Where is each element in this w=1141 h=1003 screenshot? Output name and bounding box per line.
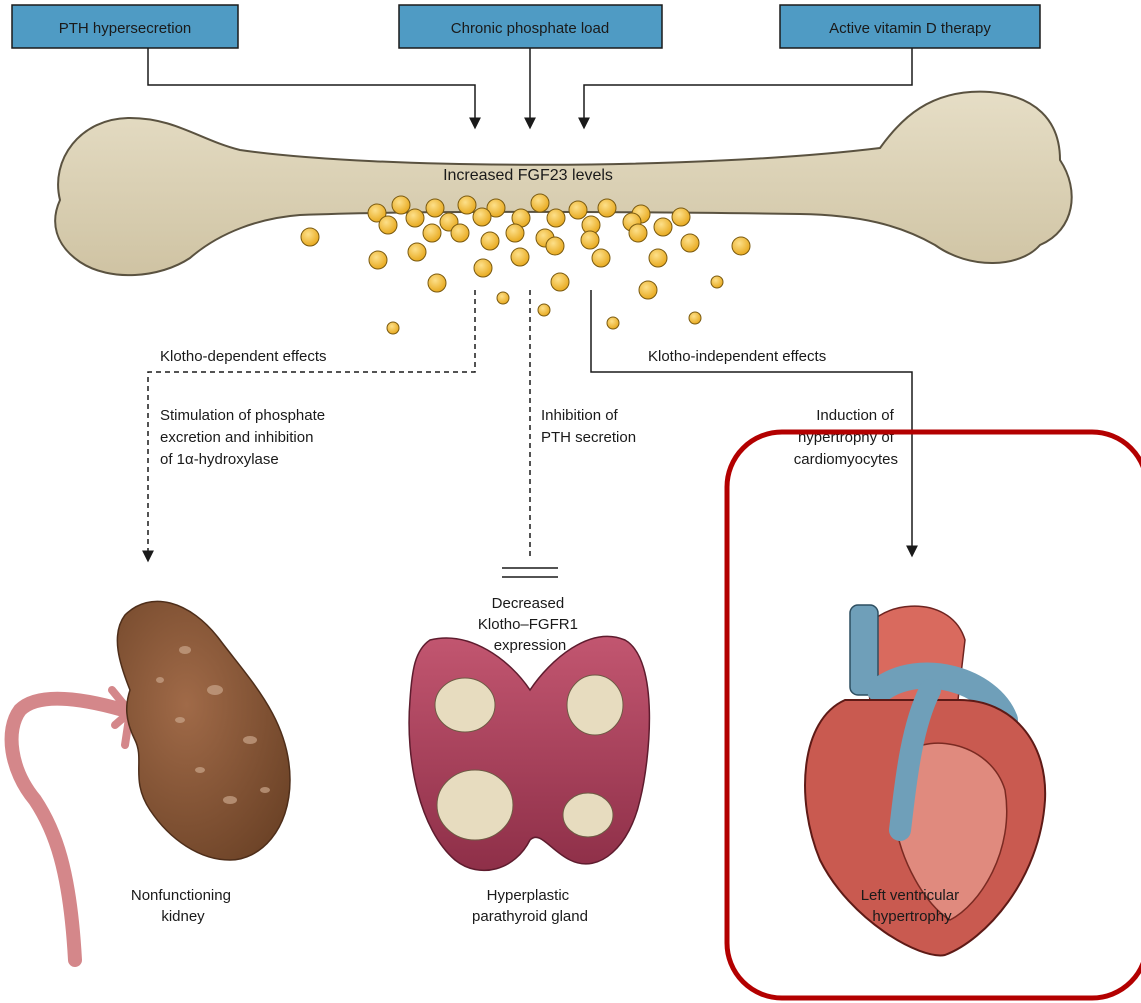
hyperplastic-nodule-2 [567,675,623,735]
parathyroid-note-line-1: Decreased [492,595,565,612]
pth-connector [148,48,475,127]
cause-pth-box: PTH hypersecretion [12,5,238,48]
kidney-effect-line-2: excretion and inhibition [160,429,313,446]
fgf23-molecule [629,224,647,242]
fgf23-molecule [392,196,410,214]
fgf23-molecule [428,274,446,292]
fgf23-molecule [681,234,699,252]
kidney-illustration [12,601,290,960]
cause-vitamin-d-label: Active vitamin D therapy [829,20,991,37]
fgf23-molecule [581,231,599,249]
parathyroid-outcome-line-2: parathyroid gland [472,908,588,925]
fgf23-molecule [369,251,387,269]
heart-outcome-line-2: hypertrophy [872,908,952,925]
fgf23-molecule [546,237,564,255]
fgf23-molecule [551,273,569,291]
fgf23-molecule [481,232,499,250]
fgf23-molecule [547,209,565,227]
cause-phosphate-label: Chronic phosphate load [451,20,609,37]
bone-label: Increased FGF23 levels [443,167,613,184]
cause-phosphate-box: Chronic phosphate load [399,5,662,48]
hyperplastic-nodule-1 [435,678,495,732]
renal-vessel [12,699,130,960]
pth-effect-line-2: PTH secretion [541,429,636,446]
fgf23-molecule [379,216,397,234]
parathyroid-outcome-line-1: Hyperplastic [487,887,570,904]
hyperplastic-nodule-4 [563,793,613,837]
cause-pth-label: PTH hypersecretion [59,20,192,37]
fgf23-molecule [423,224,441,242]
fgf23-molecule [531,194,549,212]
fgf23-molecule [506,224,524,242]
fgf23-molecule [426,199,444,217]
parathyroid-outcome-label: Hyperplastic parathyroid gland [472,887,588,925]
fgf23-molecule [654,218,672,236]
fgf23-molecule [451,224,469,242]
parathyroid-note: Decreased Klotho–FGFR1 expression [478,595,582,654]
parathyroid-shape [409,636,649,870]
fgf23-molecule [473,208,491,226]
fgf23-molecule [672,208,690,226]
fgf23-molecule [649,249,667,267]
fgf23-molecule [458,196,476,214]
klotho-dependent-label: Klotho-dependent effects [160,348,327,365]
fgf23-molecule [538,304,550,316]
fgf23-molecule [607,317,619,329]
kidney-effect-text: Stimulation of phosphate excretion and i… [160,407,329,468]
fgf23-molecule [408,243,426,261]
fgf23-molecule [301,228,319,246]
fgf23-molecule [474,259,492,277]
klotho-dependent-line [148,290,475,560]
fgf23-molecules [301,194,750,334]
parathyroid-illustration [409,636,649,870]
fgf23-molecule [689,312,701,324]
fgf23-molecule [732,237,750,255]
cause-vitamin-d-box: Active vitamin D therapy [780,5,1040,48]
kidney-shape [117,601,290,860]
kidney-effect-line-1: Stimulation of phosphate [160,407,325,424]
fgf23-molecule [569,201,587,219]
fgf23-molecule [406,209,424,227]
pth-effect-text: Inhibition of PTH secretion [541,407,636,446]
fgf23-molecule [711,276,723,288]
kidney-effect-line-3: of 1α-hydroxylase [160,451,279,468]
fgf23-molecule [387,322,399,334]
fgf23-molecule [598,199,616,217]
kidney-outcome-label: Nonfunctioning kidney [131,887,235,925]
kidney-outcome-line-1: Nonfunctioning [131,887,231,904]
heart-outcome-line-1: Left ventricular [861,887,959,904]
klotho-independent-label: Klotho-independent effects [648,348,826,365]
parathyroid-note-line-2: Klotho–FGFR1 [478,616,578,633]
pth-effect-line-1: Inhibition of [541,407,619,424]
vitamin-d-connector [584,48,912,127]
heart-effect-line-3: cardiomyocytes [794,451,898,468]
hyperplastic-nodule-3 [437,770,513,840]
fgf23-molecule [511,248,529,266]
fgf23-molecule [639,281,657,299]
fgf23-molecule [592,249,610,267]
heart-effect-line-1: Induction of [816,407,894,424]
parathyroid-note-line-3: expression [494,637,567,654]
kidney-outcome-line-2: kidney [161,908,205,925]
cause-connectors [148,48,912,127]
heart-effect-text: Induction of hypertrophy of cardiomyocyt… [794,407,898,468]
fgf23-molecule [497,292,509,304]
